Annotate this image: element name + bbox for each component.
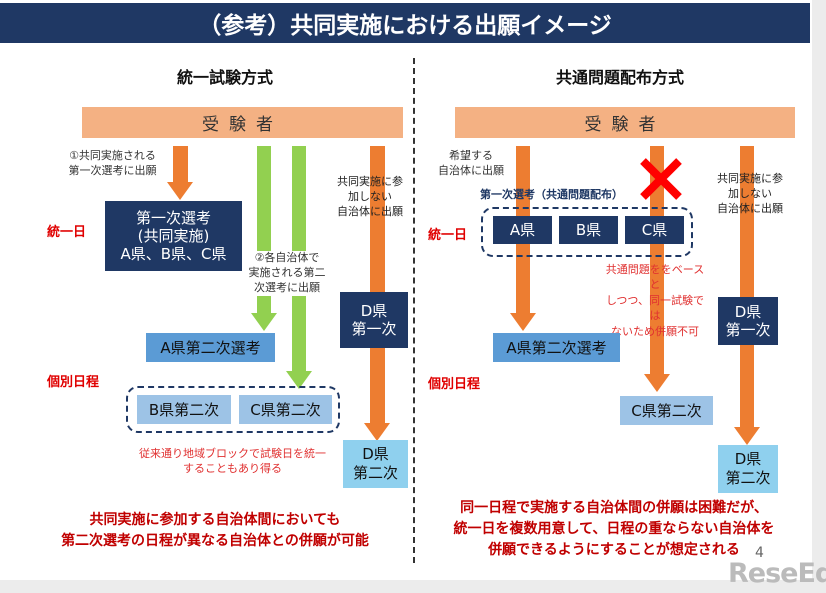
right-d-first-box: D県第一次 xyxy=(718,297,778,345)
text: 次選考に出願 xyxy=(254,280,320,294)
right-note-3: 共同実施に参加しない自治体に出願 xyxy=(708,172,792,217)
text: D県 xyxy=(362,445,389,464)
text: 実施される第二 xyxy=(248,265,326,279)
text: 併願できるようにすることが想定される xyxy=(488,542,740,558)
left-note-3: 共同実施に参加しない自治体に出願 xyxy=(330,175,410,220)
right-heading: 共通問題配布方式 xyxy=(555,68,684,87)
right-c-second-box: C県第二次 xyxy=(620,396,713,425)
left-d-first-box: D県第一次 xyxy=(340,292,408,348)
left-note-2: ②各自治体で実施される第二次選考に出願 xyxy=(246,251,328,296)
right-b-box: B県 xyxy=(559,216,618,244)
left-heading: 統一試験方式 xyxy=(176,68,273,87)
right-a-second-box: A県第二次選考 xyxy=(493,333,620,362)
text: ないため併願不可 xyxy=(611,324,699,338)
slide: （参考）共同実施における出願イメージ 統一試験方式 受験者 ①共同実施される第一… xyxy=(0,0,812,580)
left-red-note: 従来通り地域ブロックで試験日を統一することもあり得る xyxy=(125,446,340,477)
left-individual-label: 個別日程 xyxy=(47,375,100,390)
text: 第一次選考 xyxy=(135,209,211,227)
text: しつつ、同一試験では xyxy=(606,293,704,323)
text: 共通問題ををベースと xyxy=(605,263,705,292)
arrow-head xyxy=(510,313,536,331)
text: 第一次 xyxy=(725,321,771,339)
left-c-second-box: C県第二次 xyxy=(239,395,332,424)
text: 自治体に出願 xyxy=(438,163,504,177)
arrow-orange-2 xyxy=(370,146,385,424)
text: D県 xyxy=(360,302,388,320)
text: 第一次選考に出願 xyxy=(68,163,157,177)
text: A県、B県、C県 xyxy=(120,245,227,263)
text: 第二次 xyxy=(352,464,398,482)
text: 第一次 xyxy=(351,320,397,338)
text: 共同実施に参 xyxy=(717,172,783,185)
text: 希望する xyxy=(449,149,493,162)
right-first-label: 第一次選考（共通問題配布） xyxy=(480,188,623,201)
left-a-second-box: A県第二次選考 xyxy=(146,333,275,362)
watermark-logo: ReseEd xyxy=(728,558,826,589)
arrow-head xyxy=(286,371,312,389)
text: 従来通り地域ブロックで試験日を統一 xyxy=(139,447,326,460)
right-note-1: 希望する自治体に出願 xyxy=(430,149,512,179)
right-conclusion: 同一日程で実施する自治体間の併願は困難だが、統一日を複数用意して、日程の重ならな… xyxy=(418,498,810,561)
text: 加しない xyxy=(728,186,772,200)
text: 加しない xyxy=(348,189,392,203)
arrow-orange-c xyxy=(650,146,664,375)
slide-title: （参考）共同実施における出願イメージ xyxy=(0,3,810,43)
page-number: 4 xyxy=(755,545,764,561)
arrow-head xyxy=(251,313,277,331)
left-first-selection-box: 第一次選考(共同実施)A県、B県、C県 xyxy=(105,201,242,271)
arrow-head xyxy=(364,423,390,441)
text: ①共同実施される xyxy=(69,149,156,162)
left-examinee-bar: 受験者 xyxy=(82,107,403,138)
right-red-note: 共通問題ををベースとしつつ、同一試験ではないため併願不可 xyxy=(602,262,708,339)
left-d-second-box: D県第二次 xyxy=(343,440,408,488)
right-individual-label: 個別日程 xyxy=(428,377,481,392)
text: D県 xyxy=(734,303,762,321)
right-unified-day-label: 統一日 xyxy=(428,228,468,243)
text: 第二次 xyxy=(725,469,771,487)
left-note-1: ①共同実施される第一次選考に出願 xyxy=(55,149,170,179)
text: 共同実施に参 xyxy=(337,175,403,188)
text: (共同実施) xyxy=(137,227,210,245)
arrow-orange-1 xyxy=(173,146,188,182)
text: 同一日程で実施する自治体間の併願は困難だが、 xyxy=(460,500,768,516)
cross-icon xyxy=(640,158,682,200)
left-second-group xyxy=(126,386,340,433)
text: 自治体に出願 xyxy=(337,204,403,218)
right-d-second-box: D県第二次 xyxy=(718,445,778,493)
text: ②各自治体で xyxy=(254,251,320,264)
arrow-head xyxy=(167,182,193,200)
right-examinee-bar: 受験者 xyxy=(455,107,795,138)
arrow-head xyxy=(644,374,670,392)
text: 自治体に出願 xyxy=(717,201,783,215)
right-first-group xyxy=(481,207,693,257)
text: 統一日を複数用意して、日程の重ならない自治体を xyxy=(453,521,775,537)
left-unified-day-label: 統一日 xyxy=(47,225,87,240)
text: することもあり得る xyxy=(183,462,282,476)
arrow-head xyxy=(734,427,760,445)
text: 共同実施に参加する自治体間においても xyxy=(89,512,341,528)
right-c-box: C県 xyxy=(625,216,684,244)
text: 第二次選考の日程が異なる自治体との併願が可能 xyxy=(61,533,369,549)
right-a-box: A県 xyxy=(493,216,552,244)
arrow-orange-d xyxy=(740,146,754,428)
divider xyxy=(413,58,415,563)
text: D県 xyxy=(734,450,762,469)
left-conclusion: 共同実施に参加する自治体間においても第二次選考の日程が異なる自治体との併願が可能 xyxy=(20,510,410,552)
left-b-second-box: B県第二次 xyxy=(137,395,231,424)
